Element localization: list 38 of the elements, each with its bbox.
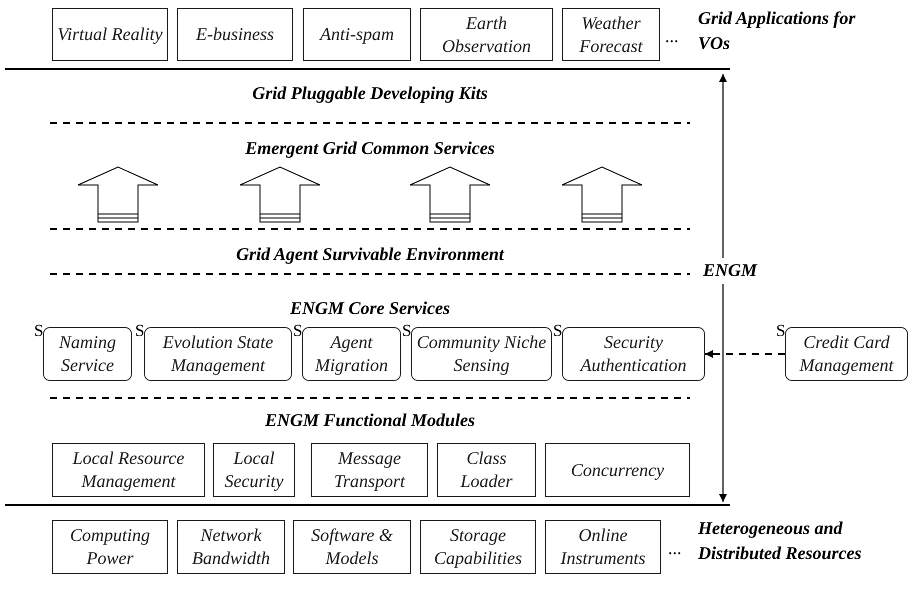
app-box: Weather Forecast — [562, 8, 660, 61]
layer-heading: ENGM Functional Modules — [264, 409, 476, 432]
layer-heading: ENGM Core Services — [288, 297, 451, 320]
app-box: Earth Observation — [420, 8, 553, 61]
app-box: Anti-spam — [303, 8, 411, 61]
service-box: Agent Migration — [302, 327, 401, 381]
arrow — [705, 350, 785, 358]
layer-title: Heterogeneous and Distributed Resources — [698, 517, 863, 565]
service-box: Credit Card Management — [785, 327, 908, 381]
service-mark: S — [776, 322, 786, 339]
service-box: Evolution State Management — [144, 327, 292, 381]
ellipsis: ... — [665, 25, 680, 48]
resource-box: Computing Power — [52, 520, 168, 574]
layer-title: Grid Applications for VOs — [698, 7, 856, 55]
service-box: Security Authentication — [562, 327, 705, 381]
app-box: Virtual Reality — [52, 8, 168, 61]
app-box: E-business — [177, 8, 293, 61]
axis-label: ENGM — [702, 259, 758, 282]
module-box: Message Transport — [311, 443, 428, 497]
service-box: Naming Service — [43, 327, 132, 381]
service-box: Community Niche Sensing — [411, 327, 552, 381]
resource-box: Storage Capabilities — [420, 520, 536, 574]
resource-box: Software & Models — [293, 520, 411, 574]
resource-box: Online Instruments — [545, 520, 661, 574]
service-mark: S — [135, 322, 144, 339]
layer-heading: Emergent Grid Common Services — [244, 137, 496, 160]
resource-box: Network Bandwidth — [177, 520, 285, 574]
ellipsis: ... — [668, 537, 682, 560]
module-box: Local Security — [213, 443, 295, 497]
module-box: Local Resource Management — [52, 443, 205, 497]
service-mark: S — [293, 322, 302, 339]
layer-heading: Grid Pluggable Developing Kits — [251, 82, 489, 105]
module-box: Concurrency — [545, 443, 690, 497]
layer-heading: Grid Agent Survivable Environment — [235, 243, 506, 266]
service-mark: S — [34, 322, 44, 339]
module-box: Class Loader — [437, 443, 536, 497]
service-mark: S — [553, 322, 562, 339]
service-mark: S — [402, 322, 412, 339]
